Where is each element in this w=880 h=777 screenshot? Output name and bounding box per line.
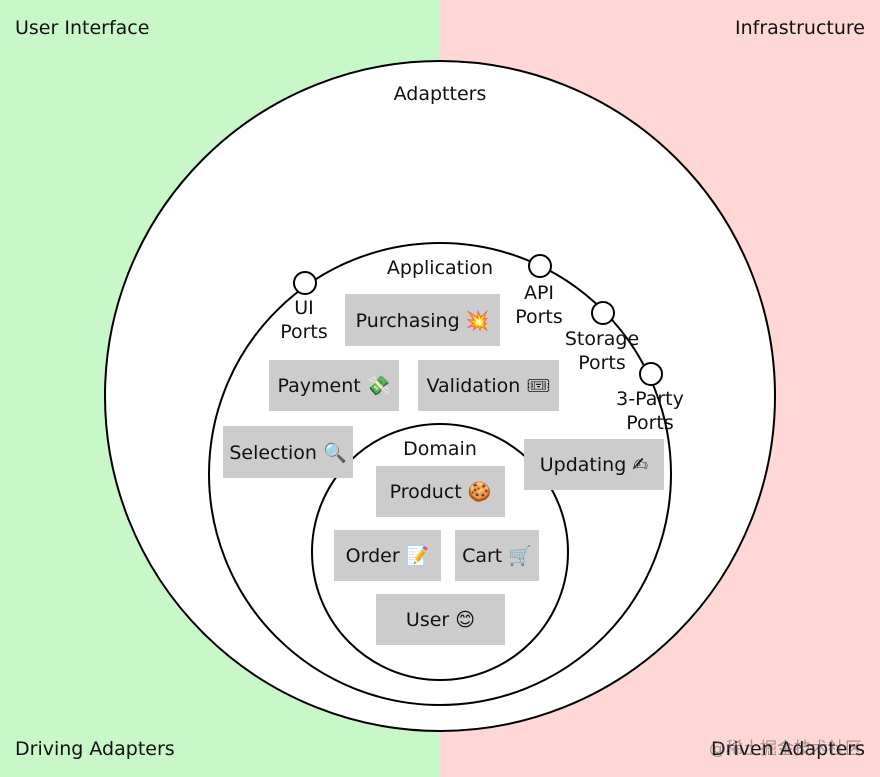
infrastructure-label: Infrastructure [734,17,865,39]
payment-module: Payment 💸 [269,360,399,411]
ui-ports-line-1: UI [294,297,314,319]
application-layer-label: Application [386,257,494,279]
ui-ports-line-2: Ports [280,321,328,343]
third-party-ports-line-2: Ports [626,412,674,434]
storage-ports-label: Storage Ports [565,327,639,375]
third-party-ports-label: 3-Party Ports [616,387,684,435]
api-ports-line-1: API [523,282,555,304]
domain-layer-label: Domain [403,438,477,460]
product-entity: Product 🍪 [376,466,505,517]
api-ports-label: API Ports [515,281,563,329]
storage-ports-line-2: Ports [578,352,626,374]
watermark-text: @稀土掘金技术社区 [709,739,862,759]
user-interface-label: User Interface [15,17,150,39]
driven-adapters-label: Driven Adapters [710,738,865,760]
ui-ports-label: UI Ports [280,296,328,344]
order-entity: Order 📝 [334,530,441,581]
updating-module: Updating ✍ [524,439,664,490]
validation-module: Validation 🎟 [418,360,559,411]
selection-module: Selection 🔍 [223,426,353,478]
adapters-layer-label: Adaptters [393,83,487,105]
api-ports-line-2: Ports [515,306,563,328]
purchasing-module: Purchasing 💥 [345,294,500,346]
api-port-node [528,254,552,278]
driving-adapters-label: Driving Adapters [15,738,175,760]
third-party-ports-line-1: 3-Party [616,388,684,410]
user-entity: User 😊 [376,594,505,645]
storage-ports-line-1: Storage [564,328,640,350]
third-party-port-node [639,362,663,386]
storage-port-node [591,301,615,325]
ui-port-node [293,271,317,295]
cart-entity: Cart 🛒 [455,530,539,581]
